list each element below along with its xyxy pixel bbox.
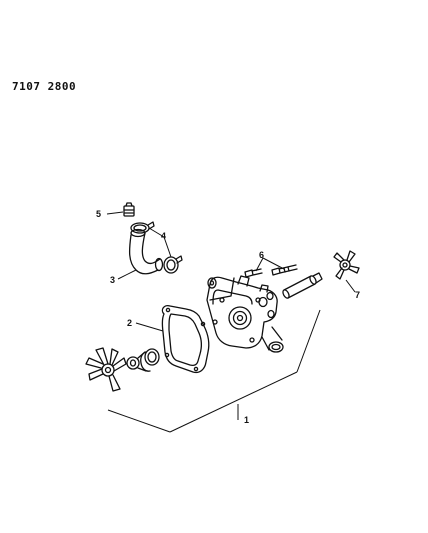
callout-5: 5 [96,209,101,219]
bolt-short [244,268,263,278]
impeller [333,250,360,280]
callout-7: 7 [355,290,360,300]
pump-shaft [282,272,323,299]
callout-6: 6 [259,250,264,260]
hose-clamp-lower [163,255,183,274]
callout-3: 3 [110,275,115,285]
callout-4: 4 [161,231,166,241]
bypass-hose [128,228,164,275]
fitting-part [123,202,135,217]
callouts: 5 4 3 2 6 7 1 [96,209,360,425]
document-code: 7107 2800 [12,80,77,93]
gasket [161,304,210,374]
bearing-hub [126,348,160,372]
leader-lines [106,211,356,433]
bracket-left [107,409,171,433]
hose-clamp-upper [130,221,155,234]
water-pump-body [206,275,284,353]
fan-blade [85,347,127,392]
callout-1: 1 [244,415,249,425]
bracket-right [169,371,298,433]
callout-2: 2 [127,318,132,328]
bolt-long [271,264,298,276]
